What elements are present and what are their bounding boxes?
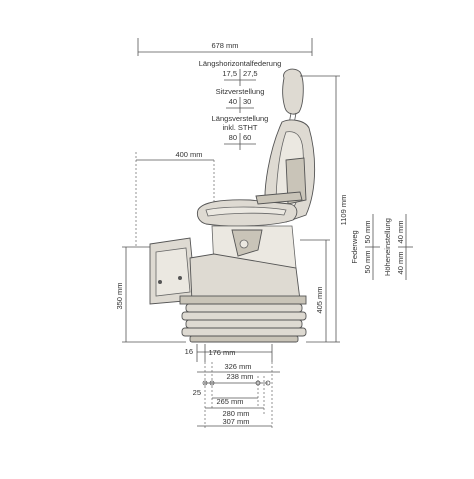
longitudinal-suspension-right: 27,5 bbox=[243, 69, 258, 78]
base-height-dimension: 350 mm bbox=[115, 246, 186, 343]
height-adjustment-bottom: 40 mm bbox=[396, 252, 405, 275]
longitudinal-suspension-dimension: Längshorizontalfederung 17,5 27,5 bbox=[199, 59, 282, 86]
longitudinal-suspension-title: Längshorizontalfederung bbox=[199, 59, 282, 68]
rail-280-label: 280 mm bbox=[222, 409, 249, 418]
bottom-rail-dimensions: 16 176 mm 326 mm 238 mm 25 265 mm 280 mm… bbox=[185, 344, 280, 428]
base-height-label: 350 mm bbox=[115, 282, 124, 309]
rail-326-label: 326 mm bbox=[224, 362, 251, 371]
rail-307-label: 307 mm bbox=[222, 417, 249, 426]
seat-adjustment-title: Sitzverstellung bbox=[216, 87, 265, 96]
rail-176-label: 176 mm bbox=[208, 348, 235, 357]
longitudinal-adjustment-left: 80 bbox=[229, 133, 237, 142]
overall-height-label: 1109 mm bbox=[339, 195, 348, 226]
longitudinal-adjustment-dimension: Längsverstellung inkl. STHT 80 60 bbox=[212, 114, 269, 150]
seat-adjustment-left: 40 bbox=[229, 97, 237, 106]
longitudinal-adjustment-right: 60 bbox=[243, 133, 251, 142]
overall-width-dimension: 678 mm bbox=[137, 38, 313, 56]
seat-illustration bbox=[149, 68, 316, 343]
overall-height-dimension: 1109 mm bbox=[300, 75, 348, 343]
longitudinal-adjustment-title: Längsverstellung bbox=[212, 114, 269, 123]
height-adjustment-top: 40 mm bbox=[396, 221, 405, 244]
headrest bbox=[282, 68, 304, 115]
depth-label: 400 mm bbox=[175, 150, 202, 159]
base-plate bbox=[179, 295, 307, 305]
suspension-travel-dimension: Federweg 50 mm 50 mm bbox=[350, 214, 380, 280]
longitudinal-suspension-left: 17,5 bbox=[222, 69, 237, 78]
longitudinal-adjustment-subtitle: inkl. STHT bbox=[222, 123, 257, 132]
height-adjustment-title: Höheneinstellung bbox=[383, 218, 392, 276]
offset-16-label: 16 bbox=[185, 347, 193, 356]
rail-265-label: 265 mm bbox=[216, 397, 243, 406]
suspension-bellows bbox=[181, 303, 307, 343]
depth-dimension: 400 mm bbox=[135, 150, 215, 248]
seat-adjustment-right: 30 bbox=[243, 97, 251, 106]
rail-238-label: 238 mm bbox=[226, 372, 253, 381]
rear-height-dimension: 405 mm bbox=[300, 239, 330, 343]
offset-25-label: 25 bbox=[193, 388, 201, 397]
overall-width-label: 678 mm bbox=[211, 41, 238, 50]
seat-adjustment-dimension: Sitzverstellung 40 30 bbox=[216, 87, 265, 113]
suspension-travel-bottom: 50 mm bbox=[363, 251, 372, 274]
suspension-travel-title: Federweg bbox=[350, 230, 359, 263]
rear-height-label: 405 mm bbox=[315, 286, 324, 313]
suspension-travel-top: 50 mm bbox=[363, 221, 372, 244]
height-adjustment-dimension: Höheneinstellung 40 mm 40 mm bbox=[383, 214, 413, 280]
